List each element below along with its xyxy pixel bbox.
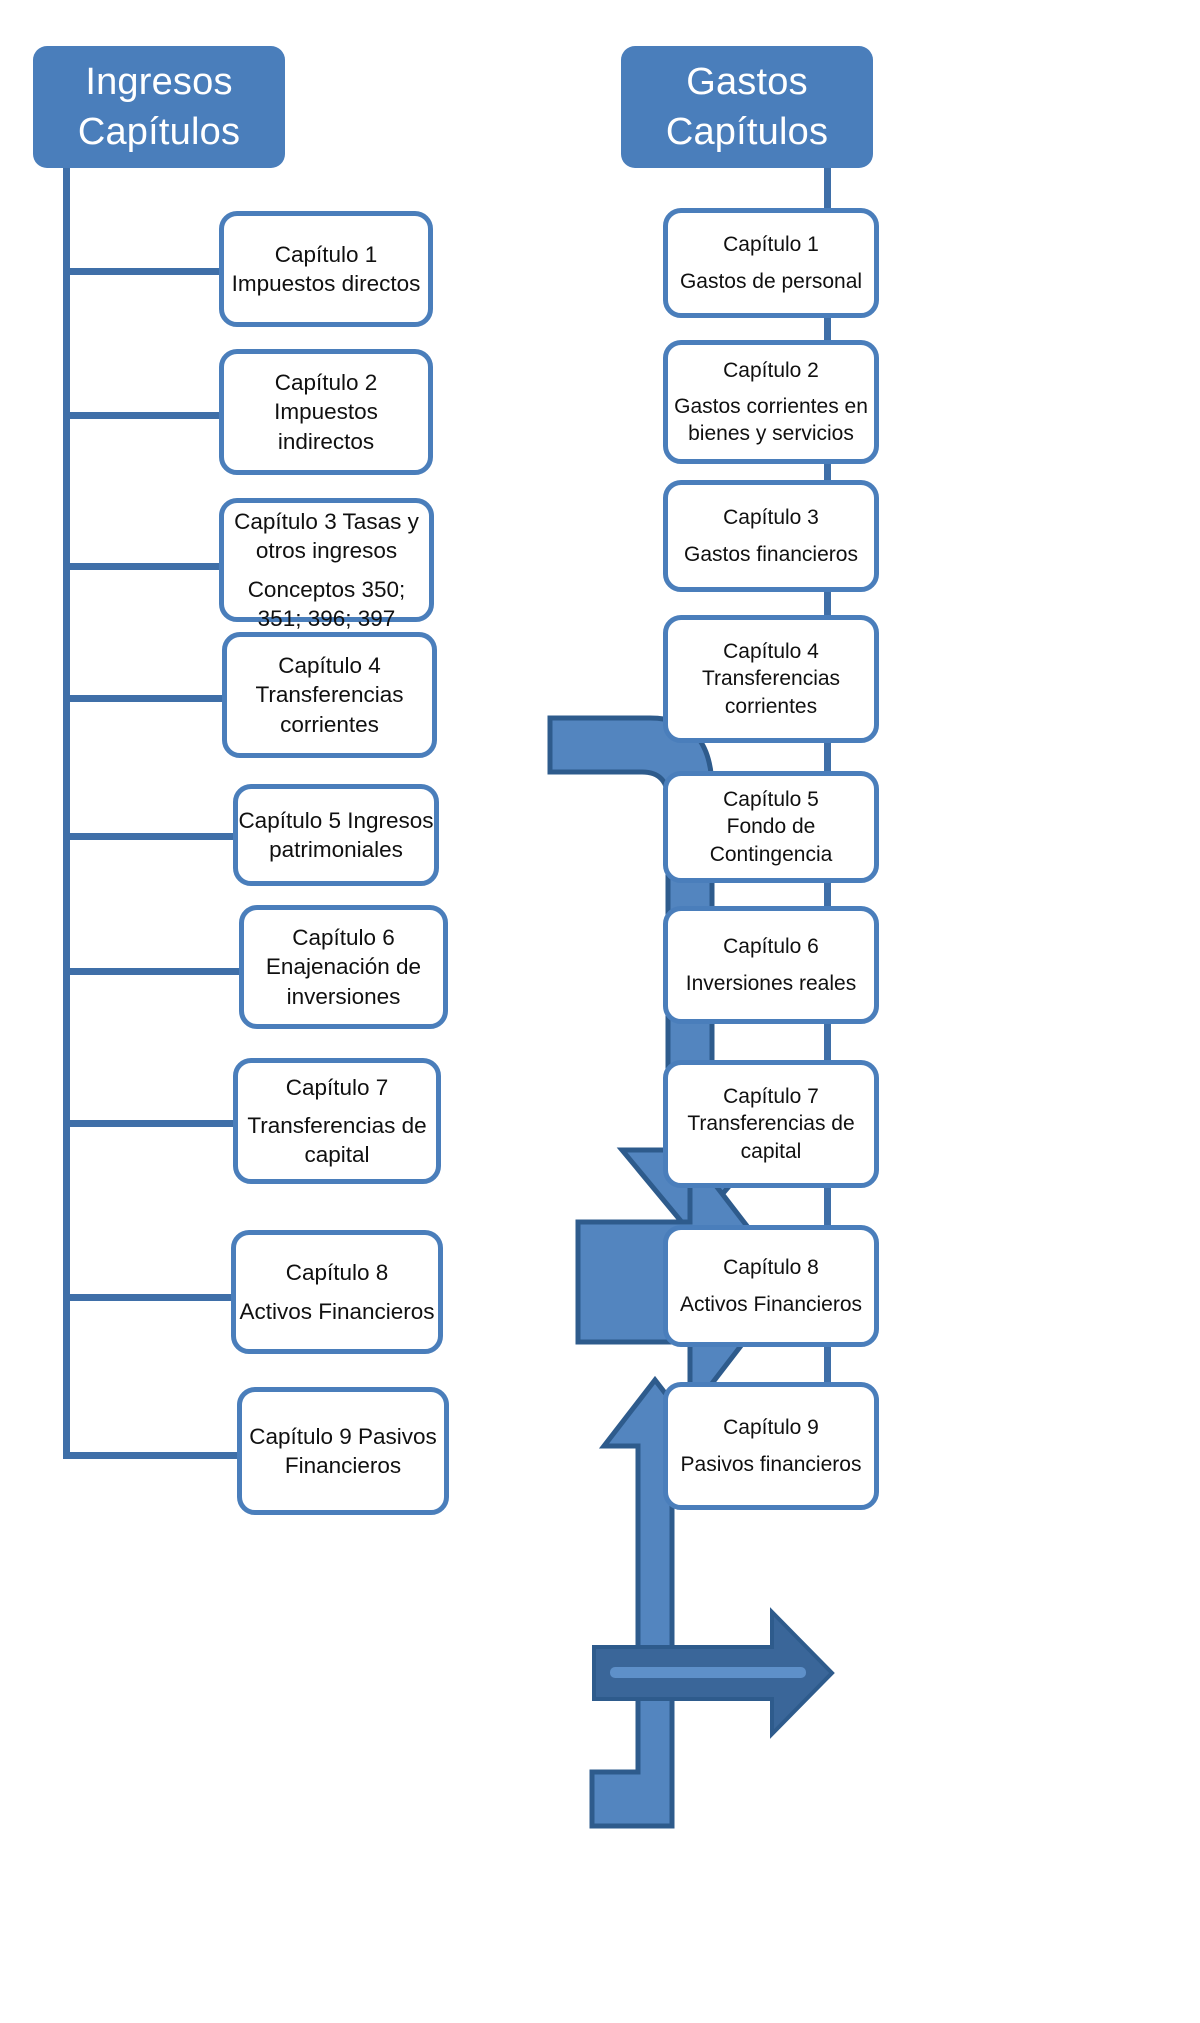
right-node-1-line2: Gastos de personal — [679, 269, 863, 293]
right-node-4-line3: corrientes — [724, 694, 818, 718]
right-node-5[interactable]: Capítulo 5 Fondo de Contingencia — [663, 771, 879, 883]
right-node-5-line2: Fondo de — [726, 815, 816, 839]
left-node-7[interactable]: Capítulo 7 Transferencias de capital — [233, 1058, 441, 1184]
flow-cap8-to-cap8-arrow — [592, 1607, 835, 1739]
left-node-4-line3: corrientes — [280, 711, 379, 737]
left-node-2-line2: Impuestos — [274, 399, 378, 425]
left-node-6-line1: Capítulo 6 — [292, 925, 395, 951]
left-node-1[interactable]: Capítulo 1 Impuestos directos — [219, 211, 433, 327]
right-node-1[interactable]: Capítulo 1 Gastos de personal — [663, 208, 879, 318]
right-node-3-line2: Gastos financieros — [684, 542, 858, 566]
left-header-line2: Capítulos — [77, 111, 241, 153]
right-node-7-line3: capital — [740, 1139, 802, 1163]
right-node-2-line1: Capítulo 2 — [723, 358, 819, 382]
left-node-9[interactable]: Capítulo 9 Pasivos Financieros — [237, 1387, 449, 1515]
left-node-8[interactable]: Capítulo 8 Activos Financieros — [231, 1230, 443, 1354]
left-node-8-line1: Capítulo 8 — [285, 1260, 389, 1286]
right-node-9-line2: Pasivos financieros — [680, 1452, 862, 1476]
right-node-8-line1: Capítulo 8 — [723, 1256, 819, 1280]
right-node-3[interactable]: Capítulo 3 Gastos financieros — [663, 480, 879, 592]
right-node-3-line1: Capítulo 3 — [723, 506, 819, 530]
left-node-9-line1: Capítulo 9 Pasivos — [249, 1423, 437, 1449]
left-stub-6 — [63, 968, 249, 975]
left-node-4-line1: Capítulo 4 — [278, 653, 381, 679]
left-node-4-line2: Transferencias — [255, 682, 404, 708]
right-node-9[interactable]: Capítulo 9 Pasivos financieros — [663, 1382, 879, 1510]
right-node-7-line1: Capítulo 7 — [723, 1085, 819, 1109]
right-node-6[interactable]: Capítulo 6 Inversiones reales — [663, 906, 879, 1024]
right-node-5-line1: Capítulo 5 — [723, 788, 819, 812]
left-node-7-line2: Transferencias de — [247, 1112, 427, 1138]
left-stub-3 — [63, 563, 235, 570]
right-header-line2: Capítulos — [665, 111, 829, 153]
left-stub-4 — [63, 695, 235, 702]
right-node-4-line2: Transferencias — [701, 667, 841, 691]
right-node-2[interactable]: Capítulo 2 Gastos corrientes en bienes y… — [663, 340, 879, 464]
left-trunk-line — [63, 168, 70, 1458]
right-node-2-line3: bienes y servicios — [688, 422, 854, 446]
left-node-6[interactable]: Capítulo 6 Enajenación de inversiones — [239, 905, 448, 1029]
left-node-9-line2: Financieros — [284, 1453, 402, 1478]
left-node-3-line3: Conceptos 350; — [247, 576, 406, 602]
right-node-7[interactable]: Capítulo 7 Transferencias de capital — [663, 1060, 879, 1188]
right-node-8-line2: Activos Financieros — [679, 1292, 863, 1316]
right-node-4-line1: Capítulo 4 — [723, 640, 819, 664]
right-node-2-line2: Gastos corrientes en — [674, 394, 868, 418]
left-stub-1 — [63, 268, 233, 275]
left-stub-7 — [63, 1120, 243, 1127]
left-node-5[interactable]: Capítulo 5 Ingresos patrimoniales — [233, 784, 439, 886]
right-node-8[interactable]: Capítulo 8 Activos Financieros — [663, 1225, 879, 1347]
left-node-1-line1: Capítulo 1 — [274, 241, 378, 267]
left-node-2[interactable]: Capítulo 2 Impuestos indirectos — [219, 349, 433, 475]
right-node-6-line1: Capítulo 6 — [723, 935, 819, 959]
right-header-line1: Gastos — [686, 60, 808, 103]
left-node-3-line2: otros ingresos — [255, 538, 398, 564]
left-node-7-line3: capital — [304, 1142, 370, 1168]
left-node-6-line2: Enajenación de — [265, 954, 422, 980]
left-header-line1: Ingresos — [85, 60, 233, 103]
left-node-5-line2: patrimoniales — [269, 837, 403, 862]
left-node-6-line3: inversiones — [286, 983, 401, 1009]
right-node-6-line2: Inversiones reales — [685, 971, 857, 995]
left-node-2-line1: Capítulo 2 — [274, 370, 378, 396]
right-node-5-line3: Contingencia — [709, 842, 833, 866]
left-stub-2 — [63, 412, 233, 419]
left-stub-5 — [63, 833, 243, 840]
left-node-8-line2: Activos Financieros — [239, 1298, 435, 1324]
left-header-box: Ingresos Capítulos — [33, 46, 285, 168]
left-node-3-line1: Capítulo 3 Tasas y — [234, 509, 419, 534]
right-node-1-line1: Capítulo 1 — [723, 233, 819, 257]
left-node-1-line2: Impuestos directos — [231, 271, 421, 296]
right-node-7-line2: Transferencias de — [687, 1112, 855, 1136]
left-node-3-line4: 351; 396; 397 — [257, 605, 396, 631]
left-node-4[interactable]: Capítulo 4 Transferencias corrientes — [222, 632, 437, 758]
left-node-5-line1: Capítulo 5 Ingresos — [238, 807, 434, 833]
left-node-2-line3: indirectos — [277, 428, 375, 454]
left-stub-9 — [63, 1452, 245, 1459]
left-stub-8 — [63, 1294, 241, 1301]
right-node-4[interactable]: Capítulo 4 Transferencias corrientes — [663, 615, 879, 743]
right-node-9-line1: Capítulo 9 — [723, 1416, 819, 1440]
left-node-3[interactable]: Capítulo 3 Tasas y otros ingresos Concep… — [219, 498, 434, 631]
right-header-box: Gastos Capítulos — [621, 46, 873, 168]
left-node-7-line1: Capítulo 7 — [285, 1074, 389, 1100]
